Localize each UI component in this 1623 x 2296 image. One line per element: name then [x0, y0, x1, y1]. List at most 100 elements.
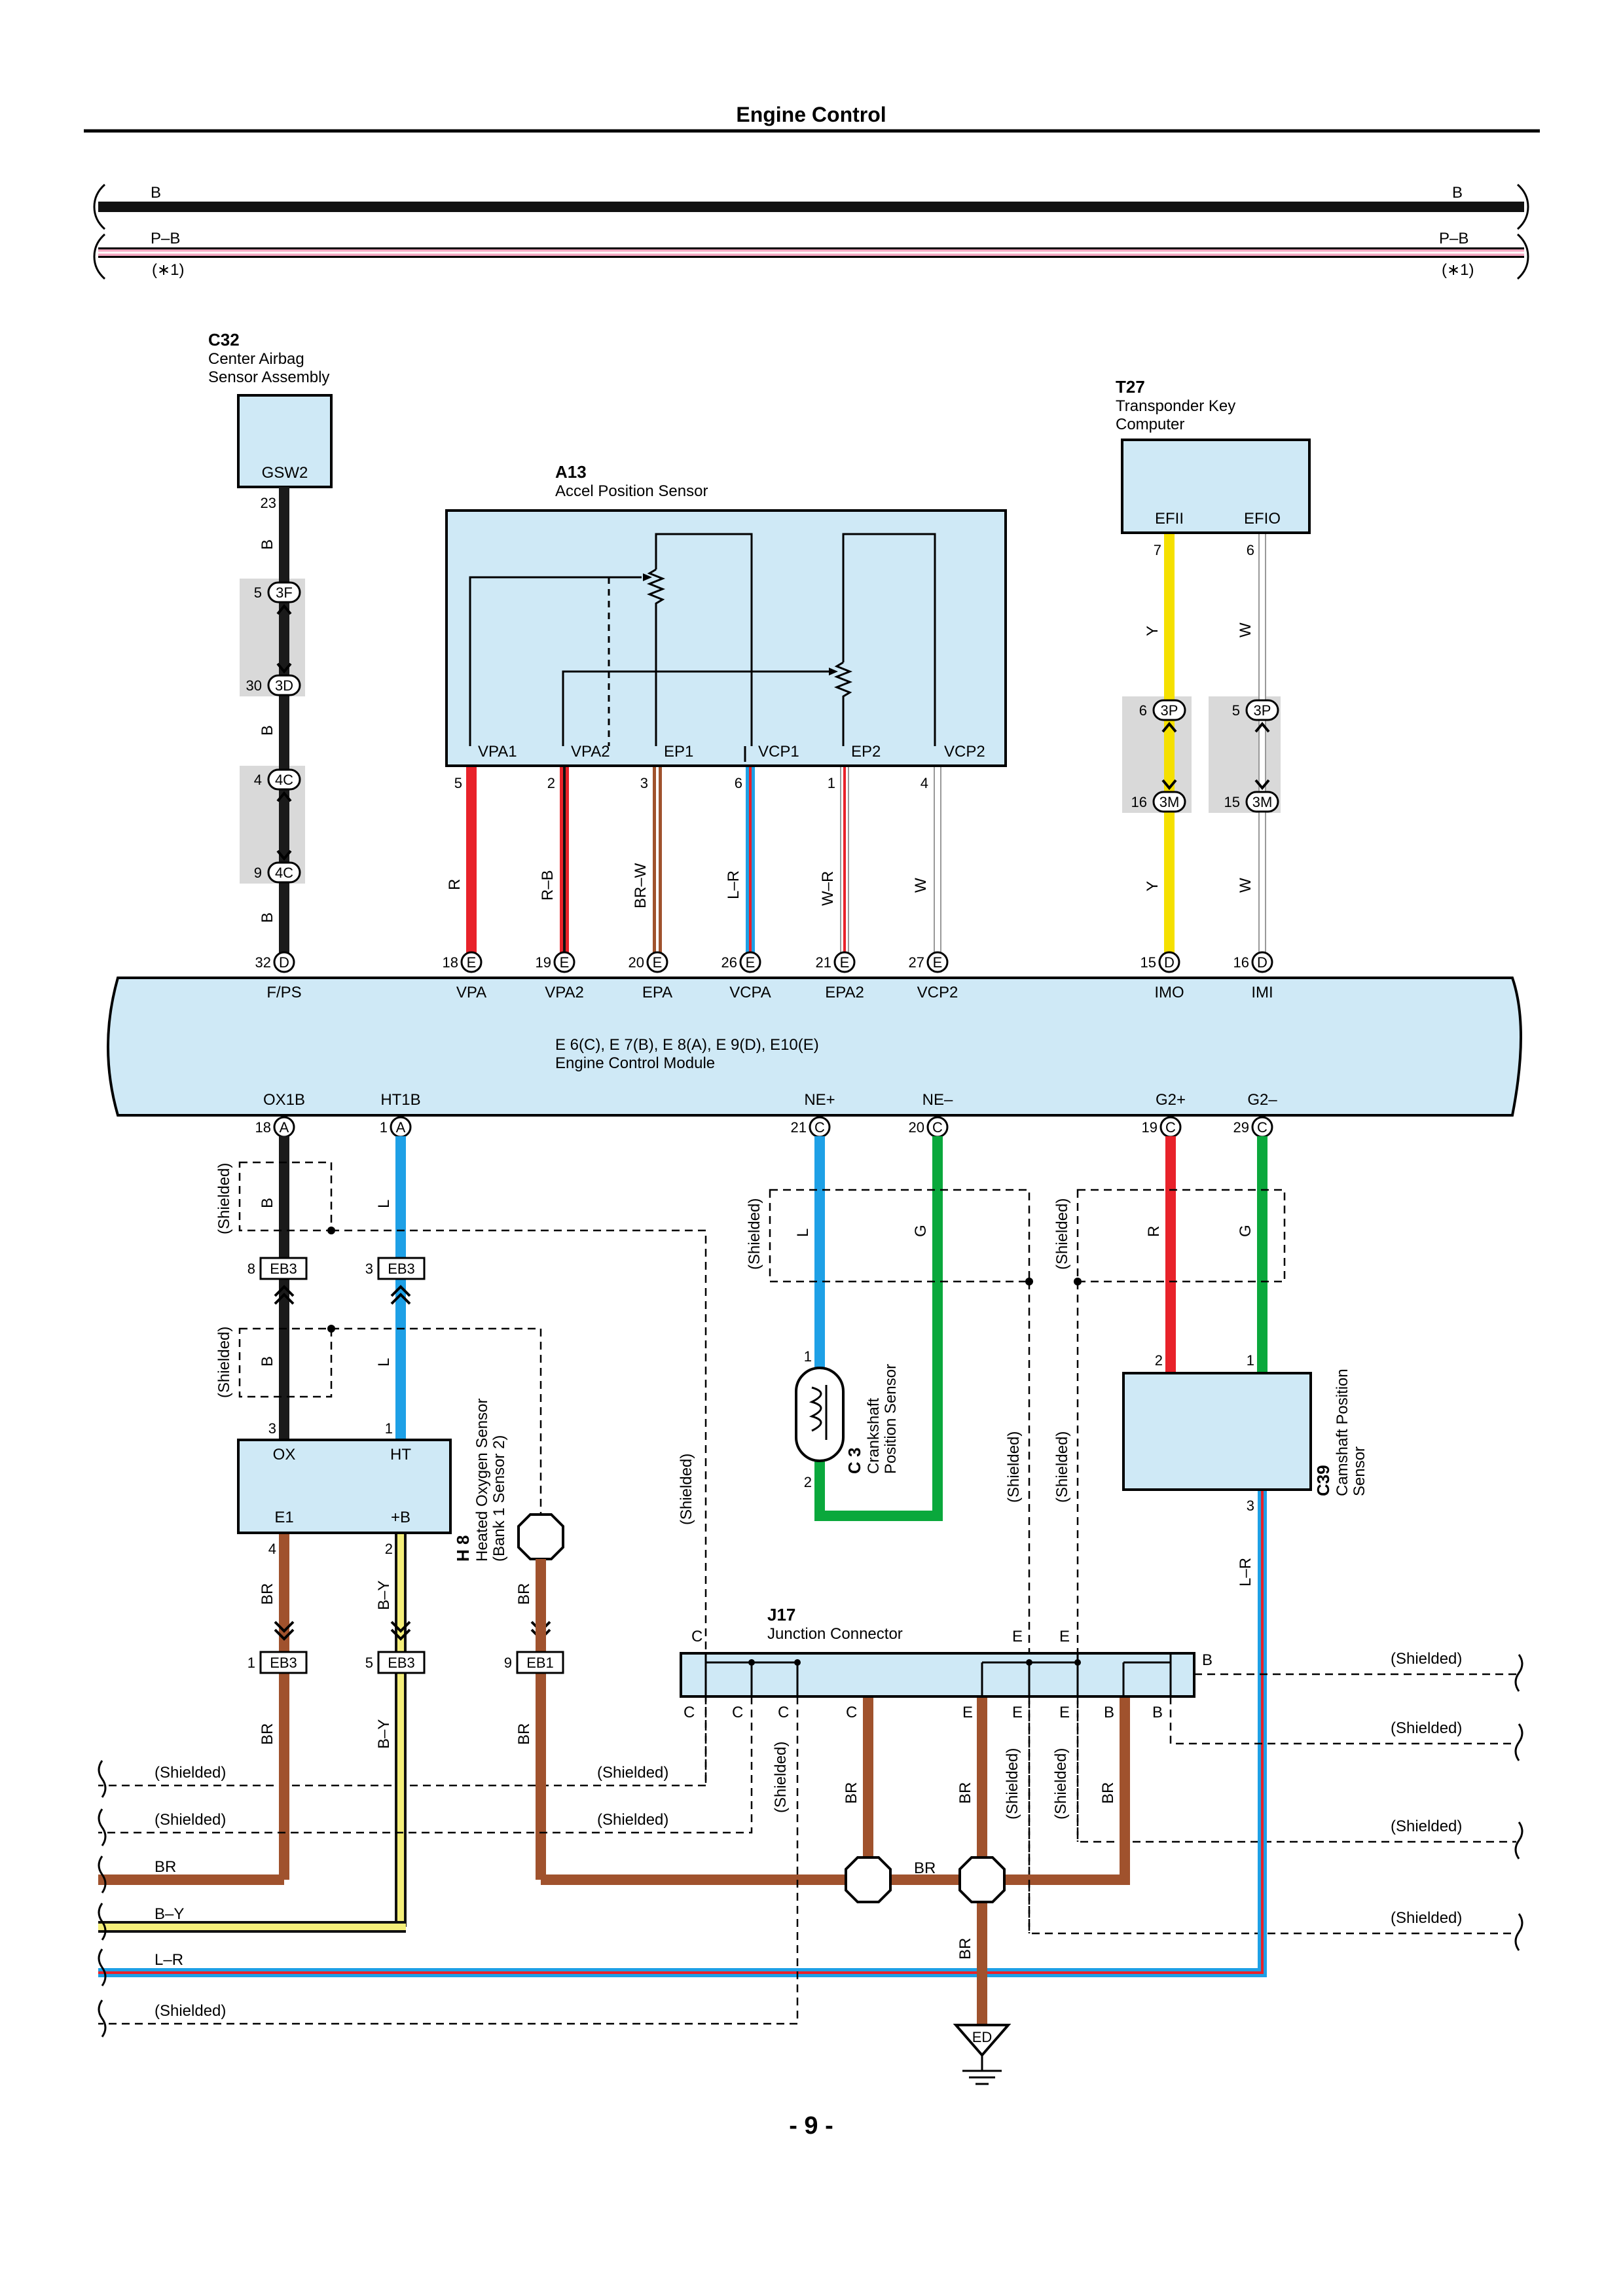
c39-pinnum-2: 2 — [1155, 1352, 1163, 1369]
c39-name2: Sensor — [1351, 1446, 1368, 1496]
ground-label: ED — [972, 2029, 993, 2045]
ecm-top-pin-7-label: IMO — [1154, 984, 1184, 1001]
c3-name1: Crankshaft — [865, 1398, 883, 1474]
connector-3m-left: 3M 16 — [1131, 791, 1186, 813]
shield-label-13: (Shielded) — [597, 1764, 668, 1782]
wire-label-br4: BR — [515, 1723, 533, 1745]
connector-eb3-3-pin: 3 — [365, 1261, 373, 1277]
c3-pinnum-2: 2 — [804, 1474, 812, 1490]
wire-label-br5: BR — [843, 1782, 860, 1804]
wire-label-by1: B–Y — [375, 1581, 393, 1610]
t27-transponder-key-computer: T27 Transponder Key Computer EFII EFIO 7… — [1116, 377, 1311, 558]
connector-3p-right-label: 3P — [1254, 702, 1271, 719]
shield-label-10: (Shielded) — [1391, 1818, 1462, 1835]
connector-3p-left-pin: 6 — [1139, 702, 1147, 719]
shield-label-1: (Shielded) — [215, 1163, 233, 1234]
connector-3d-label: 3D — [275, 677, 293, 694]
bus-note-right: (∗1) — [1442, 261, 1474, 279]
h8-shield-ground: EB1 9 BR BR — [504, 1513, 868, 1885]
wire-label-g2: G — [1237, 1225, 1254, 1237]
ecm-top-pin-4-num: 26 — [721, 954, 737, 971]
a13-pinnum-1: 1 — [828, 775, 835, 791]
wire-label-by3: B–Y — [155, 1905, 184, 1923]
page-title: Engine Control — [736, 103, 886, 126]
h8-pin-ht: HT — [390, 1446, 411, 1463]
j17-bot-c4: C — [846, 1704, 857, 1721]
h8-pin-e1: E1 — [274, 1509, 293, 1526]
t27-wires: Y W Y W — [1144, 534, 1266, 962]
wire-fps: B B B — [259, 487, 289, 962]
connector-3p-left-label: 3P — [1161, 702, 1178, 719]
a13-id: A13 — [555, 462, 587, 482]
ecm-top-pin-1-label: VPA — [456, 984, 486, 1001]
ecm-top-pin-7-conn: D — [1164, 954, 1175, 971]
shield-label-5: (Shielded) — [1005, 1431, 1023, 1503]
shield-label-2: (Shielded) — [215, 1327, 233, 1398]
ecm-top-pin-5-label: EPA2 — [825, 984, 864, 1001]
t27-name1: Transponder Key — [1116, 397, 1235, 415]
ecm-top-pin-0-num: 32 — [255, 954, 271, 971]
shield-lines: (Shielded) (Shielded) (Shielded) (Shield… — [98, 1650, 1516, 2025]
h8-pin-b: +B — [391, 1509, 410, 1526]
connector-3d-pin: 30 — [246, 677, 262, 694]
h8-lower-wires: BR B–Y BR B–Y EB3 1 EB3 5 — [98, 1534, 551, 1933]
j17-top-e1: E — [1012, 1628, 1023, 1645]
shield-label-11: (Shielded) — [1391, 1909, 1462, 1927]
shield-label-6: (Shielded) — [1053, 1198, 1071, 1270]
wire-label-l3: L — [794, 1229, 812, 1237]
connector-eb1-9-pin: 9 — [504, 1655, 512, 1671]
a13-wires: R R–B BR–W L–R W–R W — [446, 767, 941, 962]
connector-3m-right-label: 3M — [1252, 794, 1273, 810]
j17-bot-e2: E — [1012, 1704, 1023, 1721]
shield-label-14: (Shielded) — [155, 1811, 226, 1829]
ecm-bottom-pin-3-conn: C — [932, 1119, 943, 1136]
shield-label-17: (Shielded) — [772, 1742, 790, 1813]
a13-pinnum-5: 5 — [454, 775, 462, 791]
ecm-top-pin-4-conn: E — [746, 954, 756, 971]
t27-name2: Computer — [1116, 416, 1184, 433]
c3-pinnum-1: 1 — [804, 1348, 812, 1365]
shield-label-12: (Shielded) — [155, 1764, 226, 1782]
ecm-bottom-pin-5-conn: C — [1257, 1119, 1267, 1136]
wire-label-lr3: L–R — [155, 1951, 183, 1969]
ecm-top-pin-0-label: F/PS — [266, 984, 301, 1001]
connector-3m-left-label: 3M — [1159, 794, 1180, 810]
connector-3m-right-pin: 15 — [1224, 794, 1240, 810]
ecm-bottom-pin-2-conn: C — [814, 1119, 825, 1136]
ecm-top-pin-6-label: VCP2 — [917, 984, 958, 1001]
inline-connectors-top: 3F 5 3D 30 4C 4 4C 9 3P 6 3P 5 — [246, 581, 1279, 884]
wire-label-r: R — [446, 879, 464, 890]
wire-label-b3: B — [259, 912, 276, 923]
a13-pin-vcp1: VCP1 — [758, 743, 799, 761]
connector-eb3-8-pin: 8 — [247, 1261, 255, 1277]
connector-4c-bottom: 4C 9 — [254, 861, 301, 884]
ecm-bottom-pin-1-label: HT1B — [380, 1091, 420, 1109]
connector-3p-right: 3P 5 — [1232, 699, 1279, 721]
ecm-engine-control-module: E 6(C), E 7(B), E 8(A), E 9(D), E10(E) E… — [107, 977, 1522, 1117]
wire-label-r2: R — [1145, 1226, 1163, 1237]
c32-pin: 23 — [261, 495, 276, 511]
wire-label-br10: BR — [155, 1858, 176, 1876]
connector-3f-label: 3F — [276, 584, 293, 601]
ecm-bottom-pin-5-num: 29 — [1233, 1119, 1249, 1136]
bus-b-left: B — [151, 184, 161, 202]
ecm-bottom-pin-4-conn: C — [1165, 1119, 1176, 1136]
h8-pin-ox: OX — [273, 1446, 296, 1463]
c39-name1: Camshaft Position — [1334, 1369, 1351, 1496]
wire-label-l1: L — [375, 1200, 393, 1208]
ecm-bottom-pin-3-num: 20 — [909, 1119, 924, 1136]
connector-eb3-5-label: EB3 — [388, 1655, 415, 1671]
ecm-top-pin-5-num: 21 — [816, 954, 831, 971]
c32-id: C32 — [208, 330, 240, 350]
connector-3p-left: 3P 6 — [1139, 699, 1186, 721]
ecm-bottom-pin-2-num: 21 — [791, 1119, 807, 1136]
wire-label-lr2: L–R — [1237, 1558, 1254, 1587]
a13-pinnum-4: 4 — [921, 775, 928, 791]
shield-label-4: (Shielded) — [746, 1198, 763, 1270]
